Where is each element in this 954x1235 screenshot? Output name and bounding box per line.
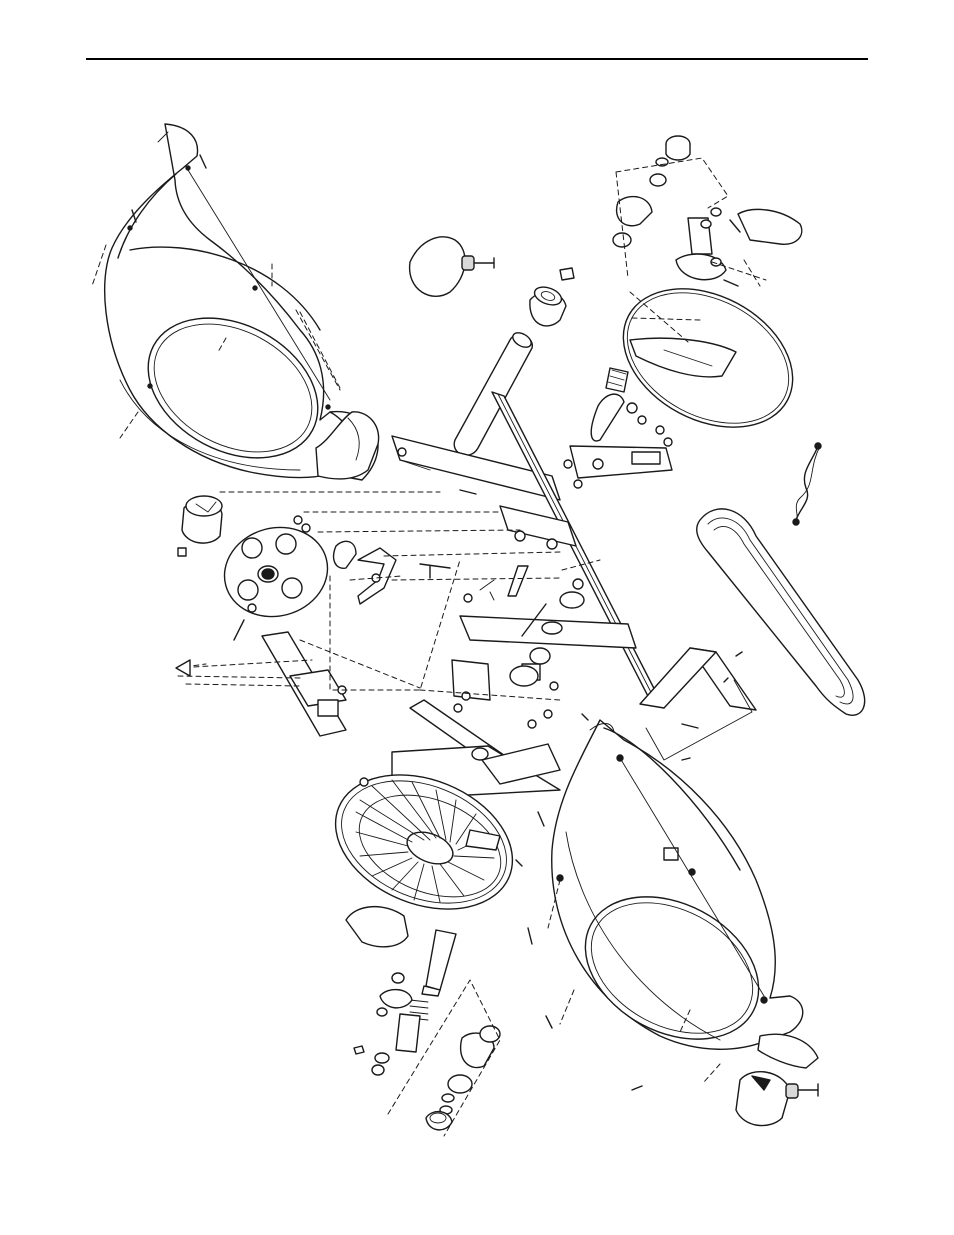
- lower-crank-assembly: [354, 930, 500, 1136]
- lower-cover: [346, 907, 408, 947]
- middle-brackets: [392, 566, 584, 796]
- pedal-plate-upper: [570, 446, 672, 478]
- cord: [793, 443, 821, 525]
- seat-cap: [410, 237, 494, 296]
- upper-disc: [599, 261, 816, 455]
- right-shield-lower: [528, 720, 818, 1126]
